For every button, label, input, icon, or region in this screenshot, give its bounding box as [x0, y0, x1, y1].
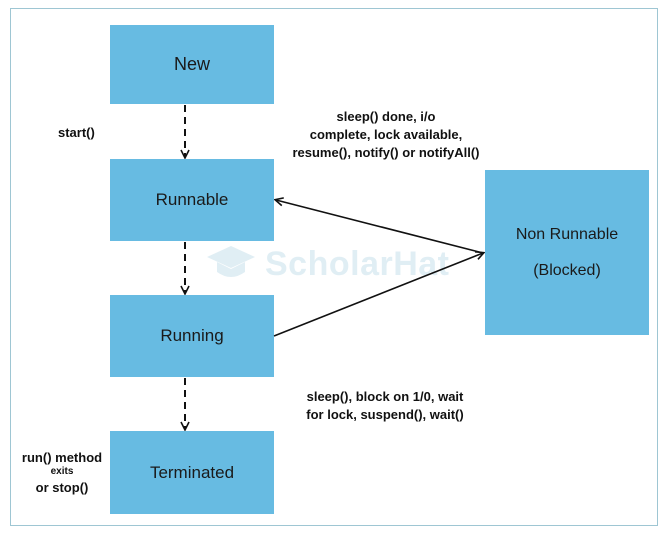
transition-label-start: start()	[58, 124, 95, 142]
start-label: start()	[58, 125, 95, 140]
arrow-running-to-non-runnable	[273, 253, 483, 337]
diagram-frame	[10, 8, 658, 526]
transition-label-exit: run() method exits or stop()	[20, 450, 104, 496]
arrow-non-runnable-to-runnable	[276, 200, 484, 254]
block-label-line2: for lock, suspend(), wait()	[306, 407, 464, 422]
state-running-label: Running	[160, 326, 224, 345]
exit-label-line1: run() method	[21, 450, 103, 465]
state-new: New	[110, 25, 274, 104]
transition-label-block: sleep(), block on 1/0, wait for lock, su…	[296, 388, 474, 424]
exit-label-line2: exits	[50, 466, 74, 477]
exit-label-line3: or stop()	[35, 480, 89, 495]
wake-label-line1: sleep() done, i/o	[336, 109, 436, 124]
state-non-runnable: Non Runnable (Blocked)	[485, 170, 649, 335]
state-non-runnable-sublabel: (Blocked)	[533, 261, 601, 279]
wake-label-line3: resume(), notify() or notifyAll()	[292, 145, 480, 160]
transition-label-wake: sleep() done, i/o complete, lock availab…	[286, 108, 486, 162]
state-terminated: Terminated	[110, 431, 274, 514]
block-label-line1: sleep(), block on 1/0, wait	[306, 389, 464, 404]
wake-label-line2: complete, lock available,	[309, 127, 463, 142]
state-terminated-label: Terminated	[149, 462, 235, 482]
state-running: Running	[110, 295, 274, 377]
state-runnable: Runnable	[110, 159, 274, 241]
state-non-runnable-label: Non Runnable	[515, 225, 619, 243]
state-new-label: New	[173, 54, 210, 74]
state-runnable-label: Runnable	[155, 190, 229, 209]
